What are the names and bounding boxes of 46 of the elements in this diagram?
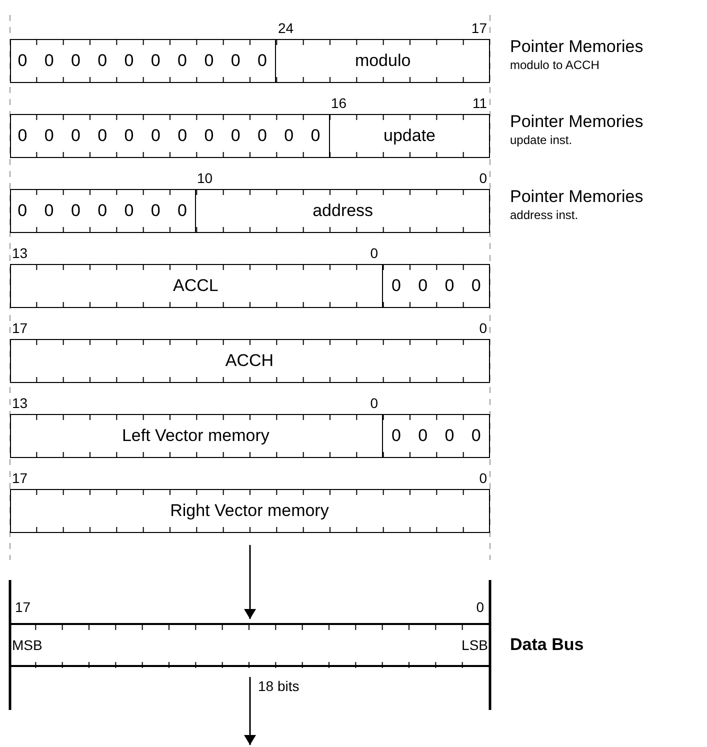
bit-number: 24 [278, 20, 294, 36]
bit-number: 17 [12, 320, 28, 336]
bit-field: update [330, 115, 490, 157]
bit-field: ACCL [10, 265, 383, 307]
register-caption: Pointer Memories [510, 187, 644, 207]
bit-number: 13 [12, 245, 28, 261]
bit-field: Left Vector memory [10, 415, 383, 457]
bit-number: 10 [197, 170, 213, 186]
register-caption: Pointer Memories [510, 112, 644, 132]
register-caption: Pointer Memories [510, 37, 644, 57]
register-box [10, 39, 490, 83]
lsb-label: LSB [462, 637, 488, 653]
bit-number: 0 [476, 599, 484, 615]
register-box [10, 189, 490, 233]
bit-number: 17 [471, 20, 487, 36]
bit-field: 0 0 0 0 [382, 265, 490, 307]
data-bus-box [10, 623, 490, 667]
bit-field: 0 0 0 0 0 0 0 0 0 0 [10, 40, 276, 82]
bit-number: 11 [472, 95, 487, 111]
bit-field: 0 0 0 0 0 0 0 0 0 0 0 0 [10, 115, 330, 157]
bit-number: 13 [12, 395, 28, 411]
bit-field: modulo [276, 40, 490, 82]
register-box [10, 114, 490, 158]
bit-number: 16 [331, 95, 347, 111]
register-note: address inst. [510, 208, 578, 222]
arrow [244, 545, 256, 619]
bit-number: 0 [370, 245, 378, 261]
arrow [244, 677, 256, 745]
bit-field: 0 0 0 0 0 0 0 [10, 190, 196, 232]
edge-label: 18 bits [258, 678, 300, 694]
register-box [10, 264, 490, 308]
bit-field: Right Vector memory [10, 490, 490, 532]
bit-field: ACCH [10, 340, 490, 382]
bit-number: 0 [479, 320, 487, 336]
bit-number: 0 [479, 170, 487, 186]
register-box [10, 414, 490, 458]
bit-field: 0 0 0 0 [382, 415, 490, 457]
bus-label: Data Bus [510, 635, 584, 655]
register-note: update inst. [510, 133, 572, 147]
bit-number: 0 [479, 470, 487, 486]
bit-number: 0 [370, 395, 378, 411]
bit-number: 17 [15, 599, 31, 615]
bit-field: address [196, 190, 490, 232]
bit-number: 17 [12, 470, 28, 486]
register-note: modulo to ACCH [510, 58, 600, 72]
msb-label: MSB [12, 637, 42, 653]
